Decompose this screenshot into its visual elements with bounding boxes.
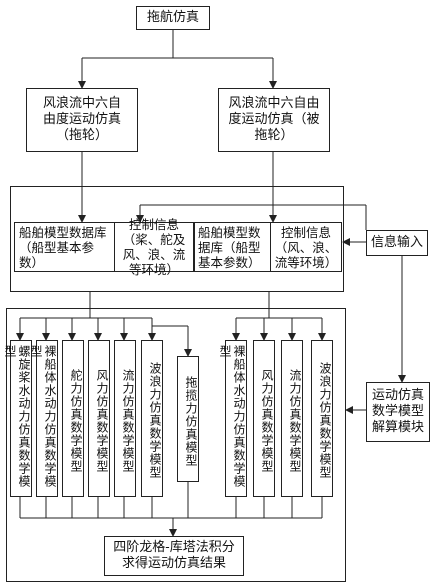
wind-right-model: 风力仿真数学模型	[253, 340, 275, 497]
ship-db-left-node: 船舶模型数据库（船型基本参数）	[14, 222, 116, 272]
control-left-node: 控制信息（桨、舵及风、浪、流等环境）	[114, 217, 194, 277]
result-node: 四阶龙格-库塔法积分求得运动仿真结果	[104, 536, 244, 576]
bare-hull-left-model: 裸船体水动力仿真数学模型	[29, 340, 58, 497]
tow-sim-node: 拖航仿真	[136, 6, 210, 30]
control-right-node: 控制信息（风、浪、流等环境）	[270, 222, 342, 272]
propeller-model: 螺旋桨水动力仿真数学模型	[3, 340, 32, 497]
motion-tug-node: 风浪流中六自由度运动仿真（拖轮）	[26, 88, 138, 152]
model-group	[6, 308, 346, 582]
tow-cable-model: 拖揽力仿真模型	[177, 356, 199, 482]
motion-towed-node: 风浪流中六自由度运动仿真（被拖轮）	[218, 88, 330, 152]
ship-db-right-node: 船舶模型数据库（船型基本参数）	[194, 222, 274, 272]
current-left-model: 流力仿真数学模型	[114, 340, 136, 497]
wave-right-model: 波浪力仿真数学模型	[311, 340, 333, 497]
current-right-model: 流力仿真数学模型	[281, 340, 303, 497]
bare-hull-right-model: 裸船体水动力仿真数学模型	[218, 340, 247, 497]
info-input-node: 信息输入	[366, 230, 428, 256]
solver-node: 运动仿真数学模型解算模块	[366, 382, 430, 442]
database-group	[10, 186, 344, 292]
wind-left-model: 风力仿真数学模型	[88, 340, 110, 497]
wave-left-model: 波浪力仿真数学模型	[141, 340, 163, 497]
rudder-model: 舵力仿真数学模型	[62, 340, 84, 497]
